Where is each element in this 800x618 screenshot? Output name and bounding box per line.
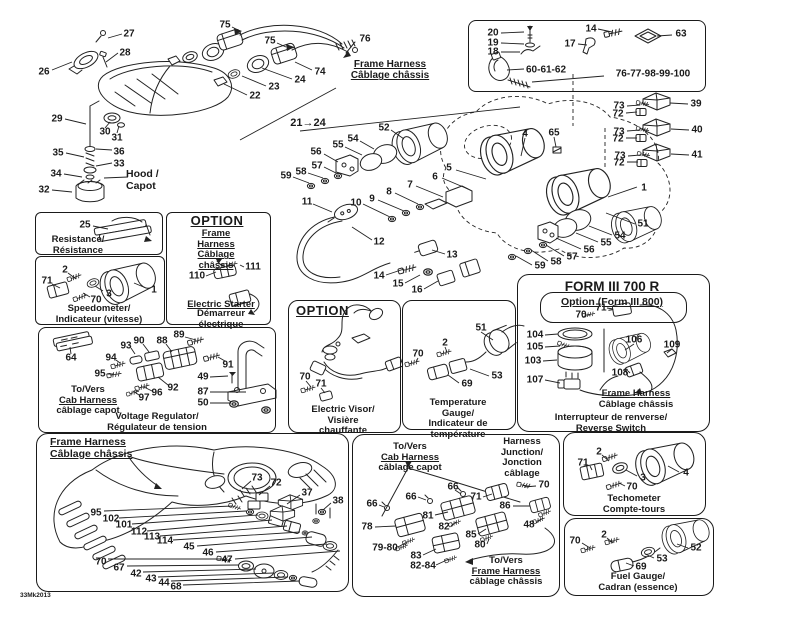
junction-title: Harness Junction/ Jonction câblage (500, 436, 544, 479)
resistance-caption: Resistance/ Résistance (51, 234, 105, 256)
temperature-sensor-art (404, 324, 525, 381)
tachometer-box (563, 432, 706, 516)
starter-option-box (166, 212, 271, 325)
speedometer-box (35, 256, 165, 325)
form-option-pill-label: Option (Form III 800) (560, 296, 664, 308)
leader-lines (51, 26, 690, 586)
form-harness-en: Frame Harness (601, 388, 671, 399)
fuel-gauge-art (580, 514, 714, 573)
junction-cablagecapot-text: câblage capot (378, 462, 442, 474)
electric-starter-label-fr: Démarreur électrique (196, 308, 246, 330)
starter-harness-label: Frame Harness Câblage châssis (197, 228, 235, 271)
voltage-caption: Voltage Regulator/ Régulateur de tension (107, 411, 207, 433)
electric-starter-art (213, 258, 260, 315)
junction-cablagechassis-text: câblage châssis (469, 576, 543, 588)
junction-cabharness-text: Cab Harness (380, 451, 440, 463)
form-option-pill (540, 292, 687, 323)
headlamp-bulbs-art (167, 24, 358, 87)
electric-starter-label-en: Electric Starter (187, 299, 255, 310)
junction-frameharness-text: Frame Harness (471, 565, 541, 577)
form-title: FORM III 700 R (564, 279, 660, 294)
reverse-switch-caption: Interrupteur de renverse/ Reverse Switch (554, 412, 668, 434)
hood-label: Hood / Capot (126, 168, 159, 192)
electric-visor-art (300, 304, 404, 402)
to-vers-text: To/Vers (71, 384, 105, 395)
hardware-kit-art (488, 25, 662, 89)
reverse-switch-art (556, 302, 678, 397)
tachometer-caption: Techometer Compte-tours (602, 493, 666, 515)
visor-option-box (288, 300, 401, 433)
resistor-art (93, 216, 152, 242)
console-cluster-art (296, 95, 671, 287)
hood-and-latch-art (68, 30, 232, 203)
junction-box (352, 434, 560, 597)
bellypan-harness-art (53, 445, 340, 588)
fuel-caption: Fuel Gauge/ Cadran (essence) (598, 571, 678, 593)
temperature-caption: Temperature Gauge/ Indicateur de tempéra… (428, 397, 488, 440)
form-harness-fr: Câblage châssis (598, 398, 674, 410)
visor-option-title: OPTION (296, 303, 349, 318)
hardware-kit-box (468, 20, 706, 92)
junction-tovers-text: To/Vers (393, 441, 427, 452)
cab-harness-text: Cab Harness (58, 394, 118, 406)
harness-junction-art (381, 461, 556, 565)
temperature-box (402, 300, 516, 430)
form-box (517, 274, 710, 432)
voltage-regulator-box (38, 327, 276, 433)
cablage-capot-text: câblage capot (56, 405, 120, 417)
frame-harness-box (36, 433, 349, 592)
frame-harness-bl-title: Frame Harness Câblage châssis (50, 436, 133, 460)
connector-stack-art (572, 74, 671, 168)
fuel-box (564, 518, 714, 596)
resistance-box (35, 212, 163, 255)
diagram-code: 33Mk2013 (20, 592, 51, 599)
speedometer-caption: Speedometer/ Indicateur (vitesse) (55, 303, 143, 325)
speedometer-art (46, 256, 161, 309)
tachometer-art (579, 435, 699, 491)
starter-option-title: OPTION (190, 213, 244, 228)
frame-harness-top-label: Frame Harness Câblage châssis (350, 59, 430, 82)
junction-tovers2-text: To/Vers (489, 555, 523, 566)
visor-caption: Electric Visor/ Visière chauffante (311, 404, 375, 437)
voltage-regulator-art (52, 331, 277, 414)
